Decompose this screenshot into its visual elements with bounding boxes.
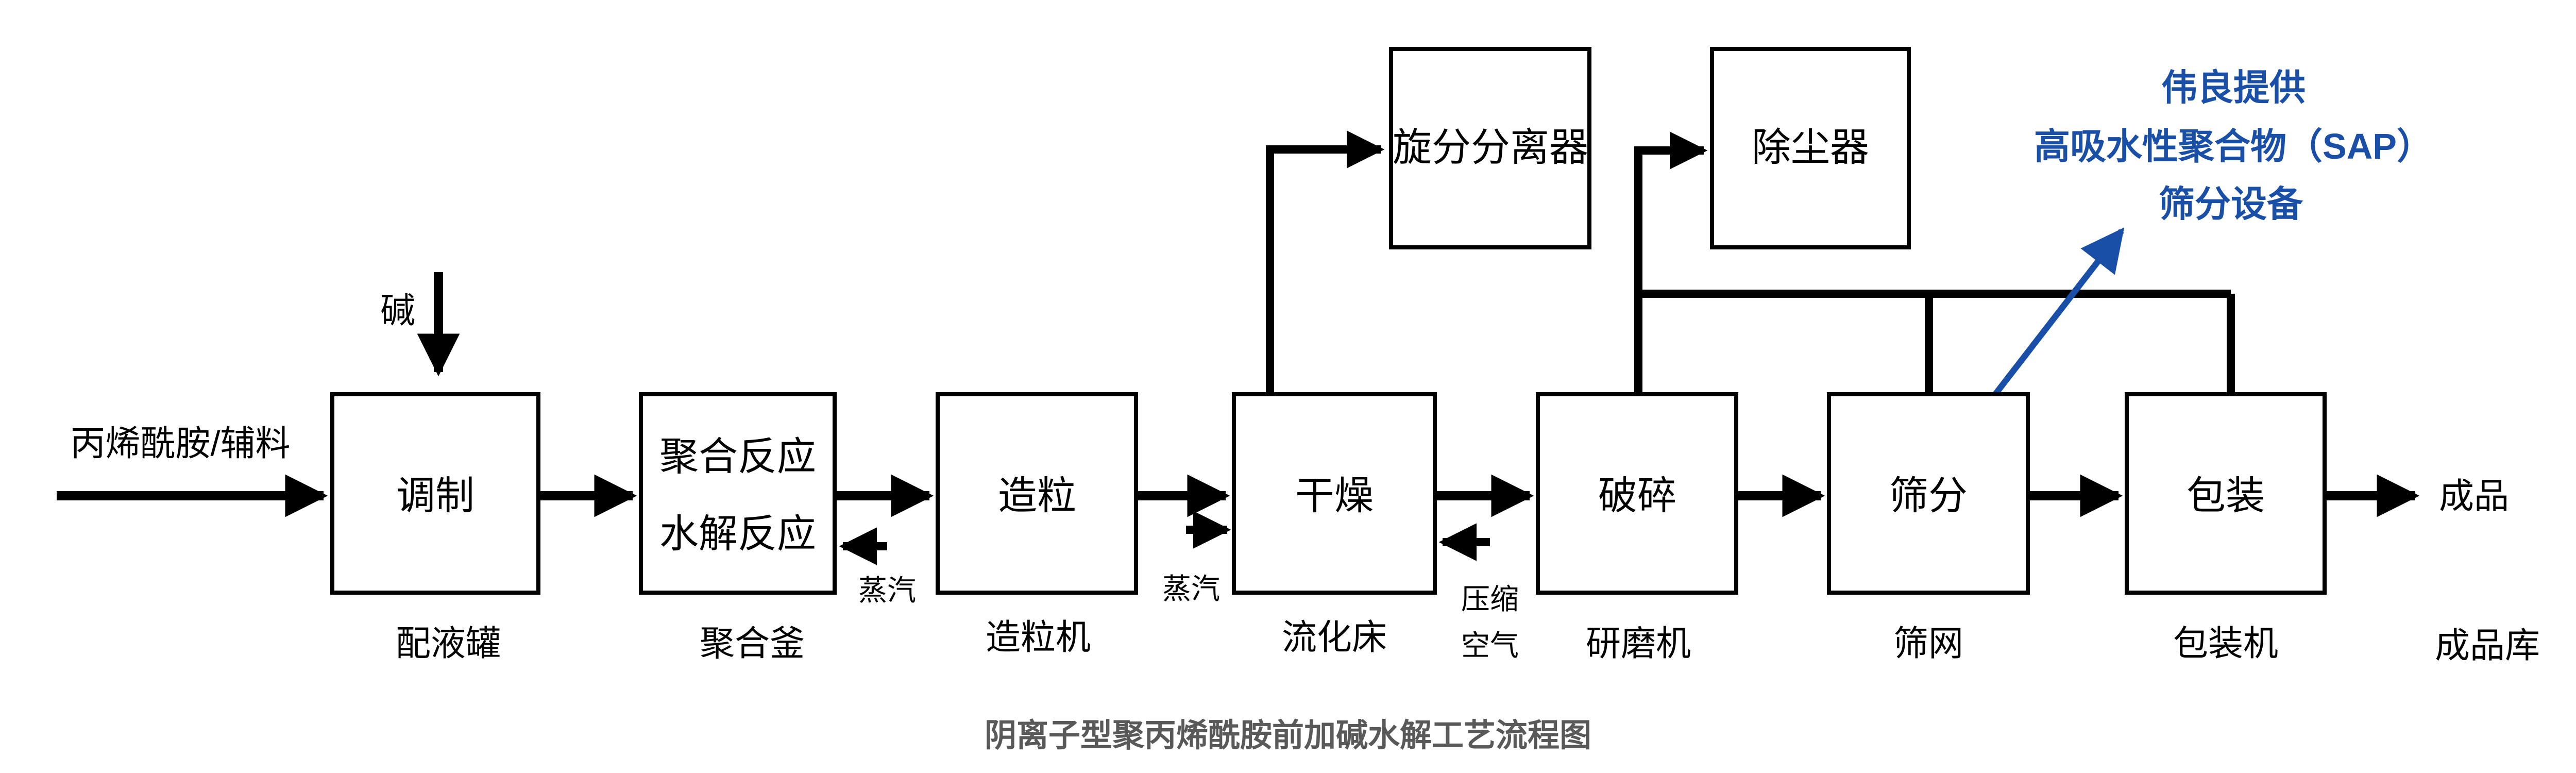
annotation-line2: 高吸水性聚合物（SAP） — [2034, 126, 2433, 166]
granulation-box-label: 造粒 — [998, 474, 1076, 518]
steam-label-1: 蒸汽 — [858, 574, 916, 607]
prep-box-sublabel: 配液罐 — [396, 624, 501, 663]
steam-label-2: 蒸汽 — [1162, 573, 1220, 605]
polymerization-box — [639, 392, 837, 595]
feed-label: 丙烯酰胺/辅料 — [71, 424, 291, 463]
prep-box — [330, 392, 540, 595]
packaging-box-sublabel: 包装机 — [2173, 624, 2278, 663]
drying-box-label: 干燥 — [1295, 474, 1374, 518]
polymerization-box-sublabel: 聚合釜 — [700, 624, 805, 663]
polymerization-box-label-line2: 水解反应 — [659, 512, 816, 556]
drying-box-sublabel: 流化床 — [1282, 618, 1387, 657]
warehouse-label: 成品库 — [2435, 626, 2540, 665]
prep-box-label: 调制 — [396, 474, 474, 518]
drying-box — [1232, 392, 1437, 595]
dust-collector-box — [1710, 47, 1911, 249]
dust-collection-line — [1638, 290, 2235, 394]
alkali-label: 碱 — [380, 291, 415, 330]
screening-box — [1827, 392, 2030, 595]
granulation-box-sublabel: 造粒机 — [986, 618, 1091, 657]
product-label: 成品 — [2439, 477, 2509, 516]
screening-box-label: 筛分 — [1889, 474, 1968, 518]
polymerization-box-label-line1: 聚合反应 — [659, 435, 816, 479]
cyclone-separator-box — [1389, 47, 1591, 249]
crushing-box-sublabel: 研磨机 — [1586, 624, 1691, 663]
cyclone-separator-label: 旋分分离器 — [1393, 126, 1588, 170]
packaging-box — [2125, 392, 2327, 595]
crushing-box — [1536, 392, 1738, 595]
crushing-box-label: 破碎 — [1598, 474, 1676, 518]
diagram-title: 阴离子型聚丙烯酰胺前加碱水解工艺流程图 — [985, 718, 1591, 753]
packaging-box-label: 包装 — [2187, 474, 2265, 518]
compressed-air-label-line1: 压缩 — [1461, 583, 1519, 615]
crushing-to-dust-collector-line — [1634, 131, 1708, 394]
drying-to-cyclone-line — [1266, 130, 1385, 394]
compressed-air-label-line2: 空气 — [1461, 629, 1519, 662]
dust-collector-label: 除尘器 — [1752, 126, 1869, 170]
annotation-line3: 筛分设备 — [2159, 184, 2303, 224]
granulation-box — [936, 392, 1138, 595]
screening-box-sublabel: 筛网 — [1893, 624, 1963, 663]
annotation-line1: 伟良提供 — [2161, 68, 2306, 108]
